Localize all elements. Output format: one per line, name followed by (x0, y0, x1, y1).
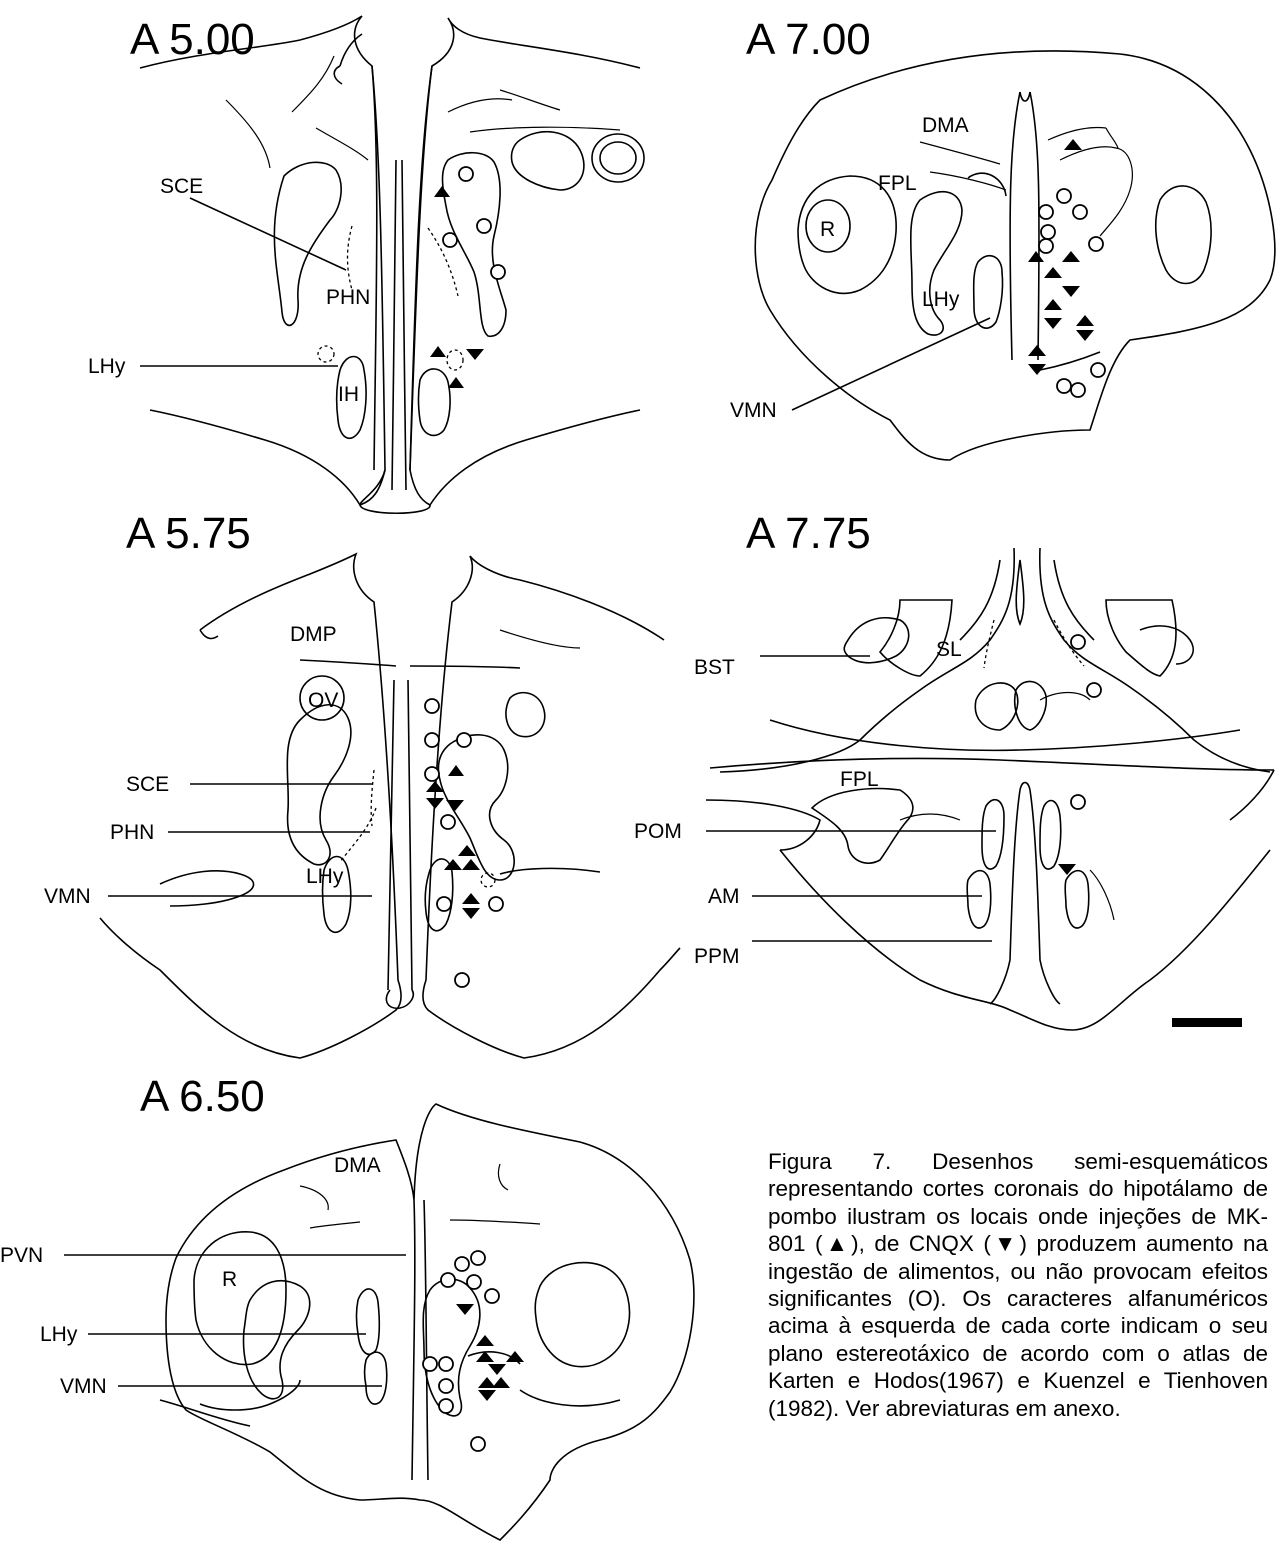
no-effect-marker (1039, 239, 1053, 253)
mk801-marker (448, 377, 464, 388)
label-am: AM (708, 885, 740, 908)
caption-text: Figura 7. Desenhos semi-esquemáticos rep… (768, 1148, 1268, 1422)
mk801-marker (476, 1335, 494, 1346)
no-effect-marker (1087, 683, 1101, 697)
mk801-marker (448, 765, 464, 776)
mk801-marker (1044, 299, 1062, 310)
cnqx-marker (462, 908, 480, 919)
no-effect-marker (443, 233, 457, 247)
no-effect-marker (425, 699, 439, 713)
label-pom: POM (634, 820, 682, 843)
mk801-marker (1064, 139, 1082, 150)
label-vmn: VMN (730, 399, 777, 422)
mk801-marker (434, 186, 450, 197)
label-pvn: PVN (0, 1244, 43, 1267)
no-effect-marker (1091, 363, 1105, 377)
no-effect-marker (455, 973, 469, 987)
cnqx-marker (446, 800, 464, 811)
section-a650: DMA R PVN LHy VMN (0, 1104, 694, 1540)
no-effect-marker (439, 1399, 453, 1413)
label-phn: PHN (110, 821, 154, 844)
mk801-marker (478, 1377, 496, 1388)
cnqx-marker (456, 1304, 474, 1315)
section-a500: SCE PHN LHy IH (88, 16, 644, 513)
label-ppm: PPM (694, 945, 740, 968)
label-sl: SL (936, 638, 962, 661)
label-dmp: DMP (290, 623, 337, 646)
no-effect-marker (1089, 237, 1103, 251)
label-lhy: LHy (88, 355, 126, 378)
label-ov: OV (308, 689, 338, 712)
mk801-marker (1062, 251, 1080, 262)
cnqx-marker (426, 798, 444, 809)
no-effect-marker (437, 897, 451, 911)
section-a700: DMA FPL R LHy VMN (730, 51, 1275, 460)
label-lhy: LHy (922, 288, 960, 311)
no-effect-marker (1039, 205, 1053, 219)
mk801-marker (1076, 315, 1094, 326)
mk801-marker (462, 859, 480, 870)
label-bst: BST (694, 656, 735, 679)
mk801-marker (430, 346, 446, 357)
figure-caption: Figura 7. Desenhos semi-esquemáticos rep… (768, 1148, 1268, 1422)
label-lhy: LHy (306, 865, 344, 888)
no-effect-marker (457, 733, 471, 747)
no-effect-marker (425, 733, 439, 747)
no-effect-marker (477, 219, 491, 233)
cnqx-marker (1076, 330, 1094, 341)
no-effect-marker (1071, 635, 1085, 649)
cnqx-marker (488, 1364, 506, 1375)
label-dma: DMA (334, 1154, 381, 1177)
no-effect-marker (459, 167, 473, 181)
label-fpl: FPL (878, 172, 917, 195)
mk801-marker (492, 1377, 510, 1388)
no-effect-marker (439, 1357, 453, 1371)
no-effect-marker (1041, 225, 1055, 239)
label-r: R (820, 218, 835, 241)
no-effect-marker (471, 1437, 485, 1451)
no-effect-marker (485, 1289, 499, 1303)
label-lhy: LHy (40, 1323, 78, 1346)
no-effect-marker (491, 265, 505, 279)
mk801-marker (462, 893, 480, 904)
no-effect-marker (425, 767, 439, 781)
label-vmn: VMN (44, 885, 91, 908)
no-effect-marker (1071, 795, 1085, 809)
no-effect-marker (439, 1379, 453, 1393)
scale-bar (1172, 1018, 1242, 1027)
label-sce: SCE (126, 773, 169, 796)
cnqx-marker (1062, 286, 1080, 297)
label-dma: DMA (922, 114, 969, 137)
no-effect-marker (1073, 205, 1087, 219)
cnqx-marker (478, 1390, 496, 1401)
cnqx-marker (466, 349, 484, 360)
no-effect-marker (455, 1257, 469, 1271)
label-ih: IH (338, 383, 359, 406)
no-effect-marker (471, 1251, 485, 1265)
section-a775: BST SL FPL POM AM PPM (634, 548, 1274, 1030)
no-effect-marker (423, 1357, 437, 1371)
mk801-marker (1028, 251, 1044, 262)
cnqx-marker (1058, 864, 1076, 875)
no-effect-marker (467, 1275, 481, 1289)
label-vmn: VMN (60, 1375, 107, 1398)
cnqx-marker (1044, 318, 1062, 329)
no-effect-marker (1071, 383, 1085, 397)
no-effect-marker (489, 897, 503, 911)
no-effect-marker (1057, 379, 1071, 393)
section-a575: DMP OV SCE PHN LHy VMN (44, 554, 680, 1058)
label-phn: PHN (326, 286, 370, 309)
label-fpl: FPL (840, 768, 879, 791)
no-effect-marker (441, 815, 455, 829)
label-sce: SCE (160, 175, 203, 198)
mk801-marker (1044, 267, 1062, 278)
no-effect-marker (1057, 189, 1071, 203)
mk801-marker (1028, 345, 1046, 356)
no-effect-marker (441, 1273, 455, 1287)
label-r: R (222, 1268, 237, 1291)
